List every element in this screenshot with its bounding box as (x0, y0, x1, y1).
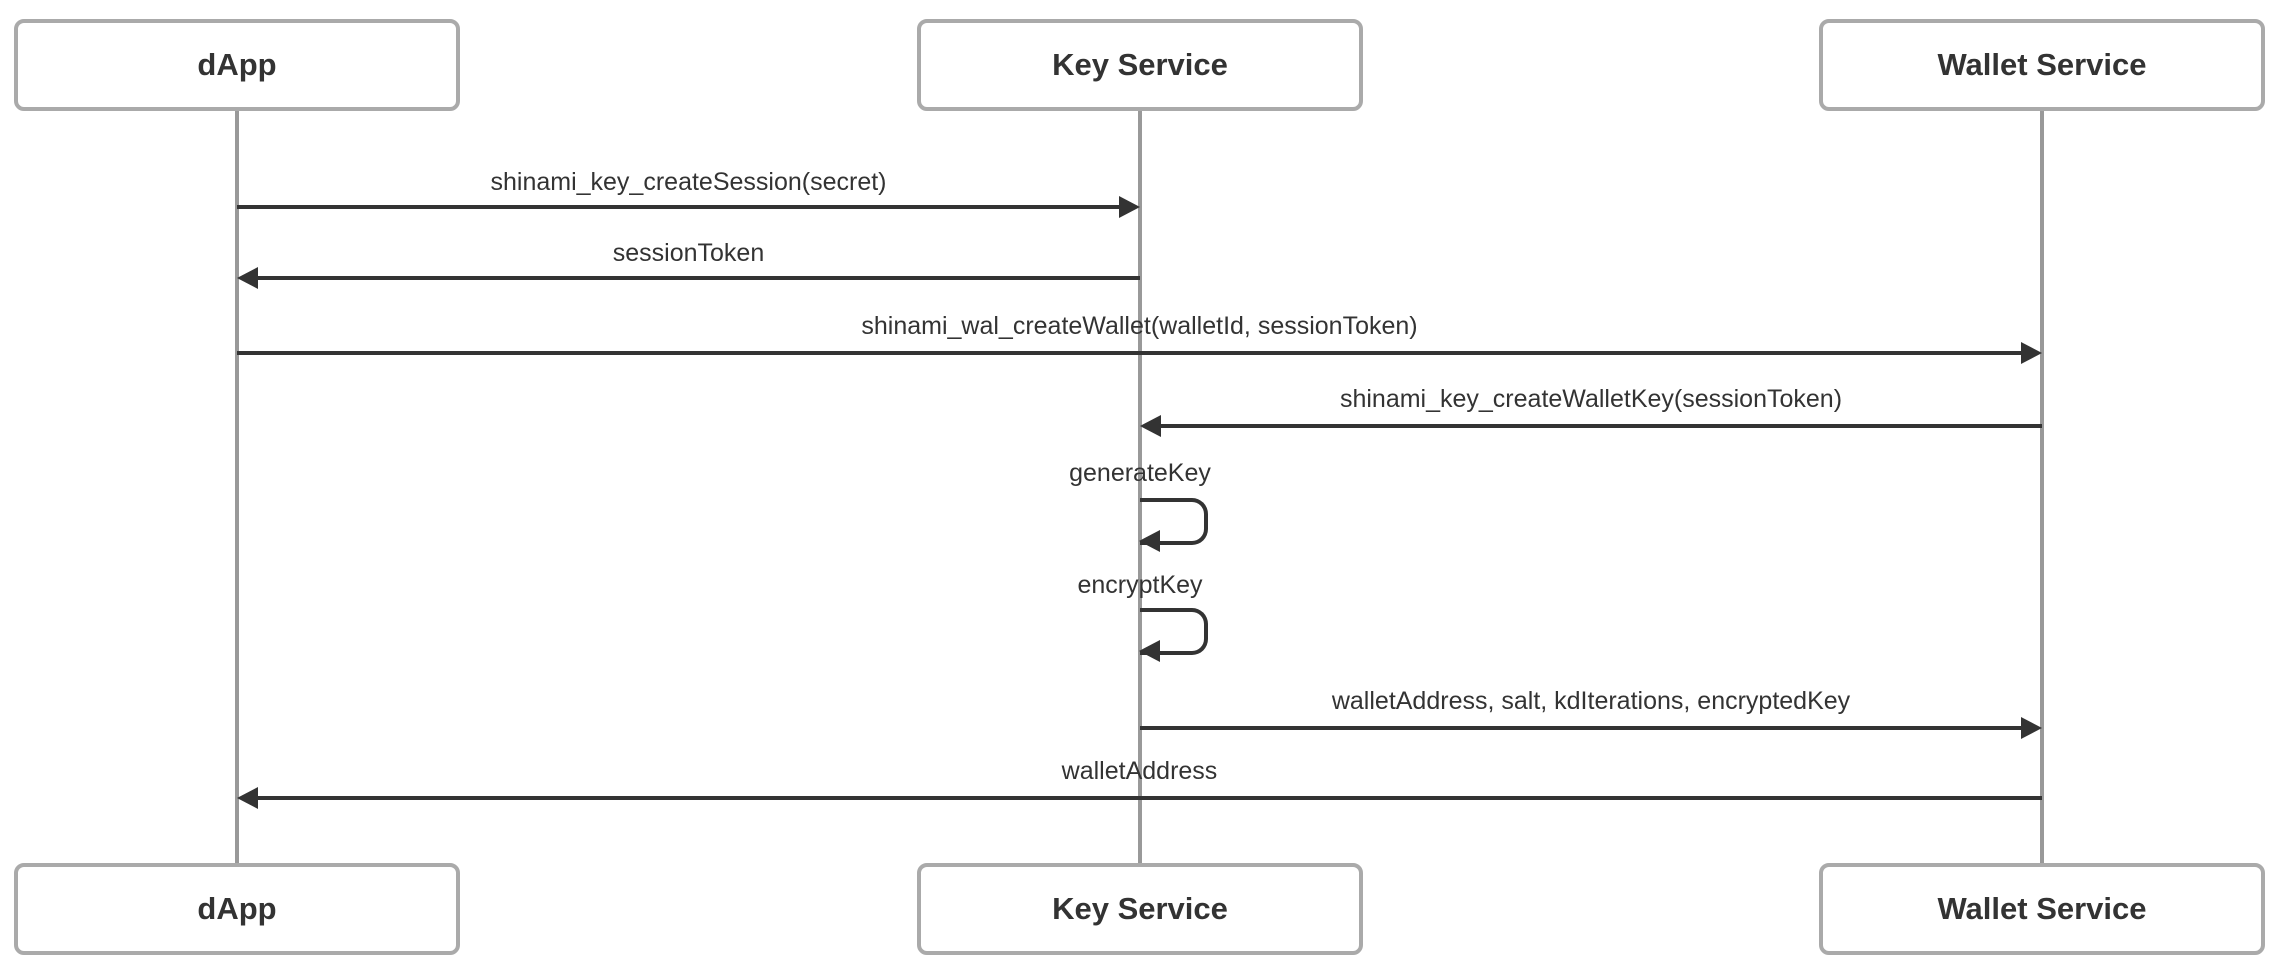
actor-box-dapp-bottom: dApp (14, 863, 460, 955)
self-loop-generate-key (1140, 498, 1208, 545)
arrowhead-left-icon (237, 787, 258, 809)
message-label-encrypt-key: encryptKey (1077, 571, 1203, 599)
arrowhead-right-icon (2021, 717, 2042, 739)
actor-label-wallet-service-bottom: Wallet Service (1937, 891, 2147, 926)
actor-label-wallet-service-top: Wallet Service (1937, 47, 2147, 82)
actor-label-key-service-bottom: Key Service (1052, 891, 1228, 926)
lifeline-key-service (1138, 111, 1142, 863)
message-line-create-wallet-key (1148, 424, 2042, 428)
message-label-wallet-address: walletAddress (1061, 757, 1218, 785)
actor-box-key-service-top: Key Service (917, 19, 1363, 111)
actor-box-dapp-top: dApp (14, 19, 460, 111)
message-label-session-token: sessionToken (612, 239, 765, 267)
message-line-wallet-key-data (1140, 726, 2034, 730)
message-line-wallet-address (245, 796, 2042, 800)
lifeline-dapp (235, 111, 239, 863)
arrowhead-left-icon (1139, 640, 1160, 662)
actor-box-wallet-service-bottom: Wallet Service (1819, 863, 2265, 955)
message-line-create-wallet (237, 351, 2034, 355)
arrowhead-right-icon (2021, 342, 2042, 364)
arrowhead-left-icon (1140, 415, 1161, 437)
actor-label-key-service-top: Key Service (1052, 47, 1228, 82)
message-line-session-token (245, 276, 1140, 280)
arrowhead-left-icon (1139, 530, 1160, 552)
actor-label-dapp-top: dApp (197, 47, 277, 82)
actor-label-dapp-bottom: dApp (197, 891, 277, 926)
message-label-wallet-key-data: walletAddress, salt, kdIterations, encry… (1331, 687, 1851, 715)
message-label-generate-key: generateKey (1069, 459, 1211, 487)
actor-box-wallet-service-top: Wallet Service (1819, 19, 2265, 111)
arrowhead-right-icon (1119, 196, 1140, 218)
message-line-create-session (237, 205, 1132, 209)
message-label-create-session: shinami_key_createSession(secret) (490, 168, 887, 196)
message-label-create-wallet: shinami_wal_createWallet(walletId, sessi… (861, 312, 1418, 340)
actor-box-key-service-bottom: Key Service (917, 863, 1363, 955)
message-label-create-wallet-key: shinami_key_createWalletKey(sessionToken… (1339, 385, 1843, 413)
lifeline-wallet-service (2040, 111, 2044, 863)
self-loop-encrypt-key (1140, 608, 1208, 655)
arrowhead-left-icon (237, 267, 258, 289)
